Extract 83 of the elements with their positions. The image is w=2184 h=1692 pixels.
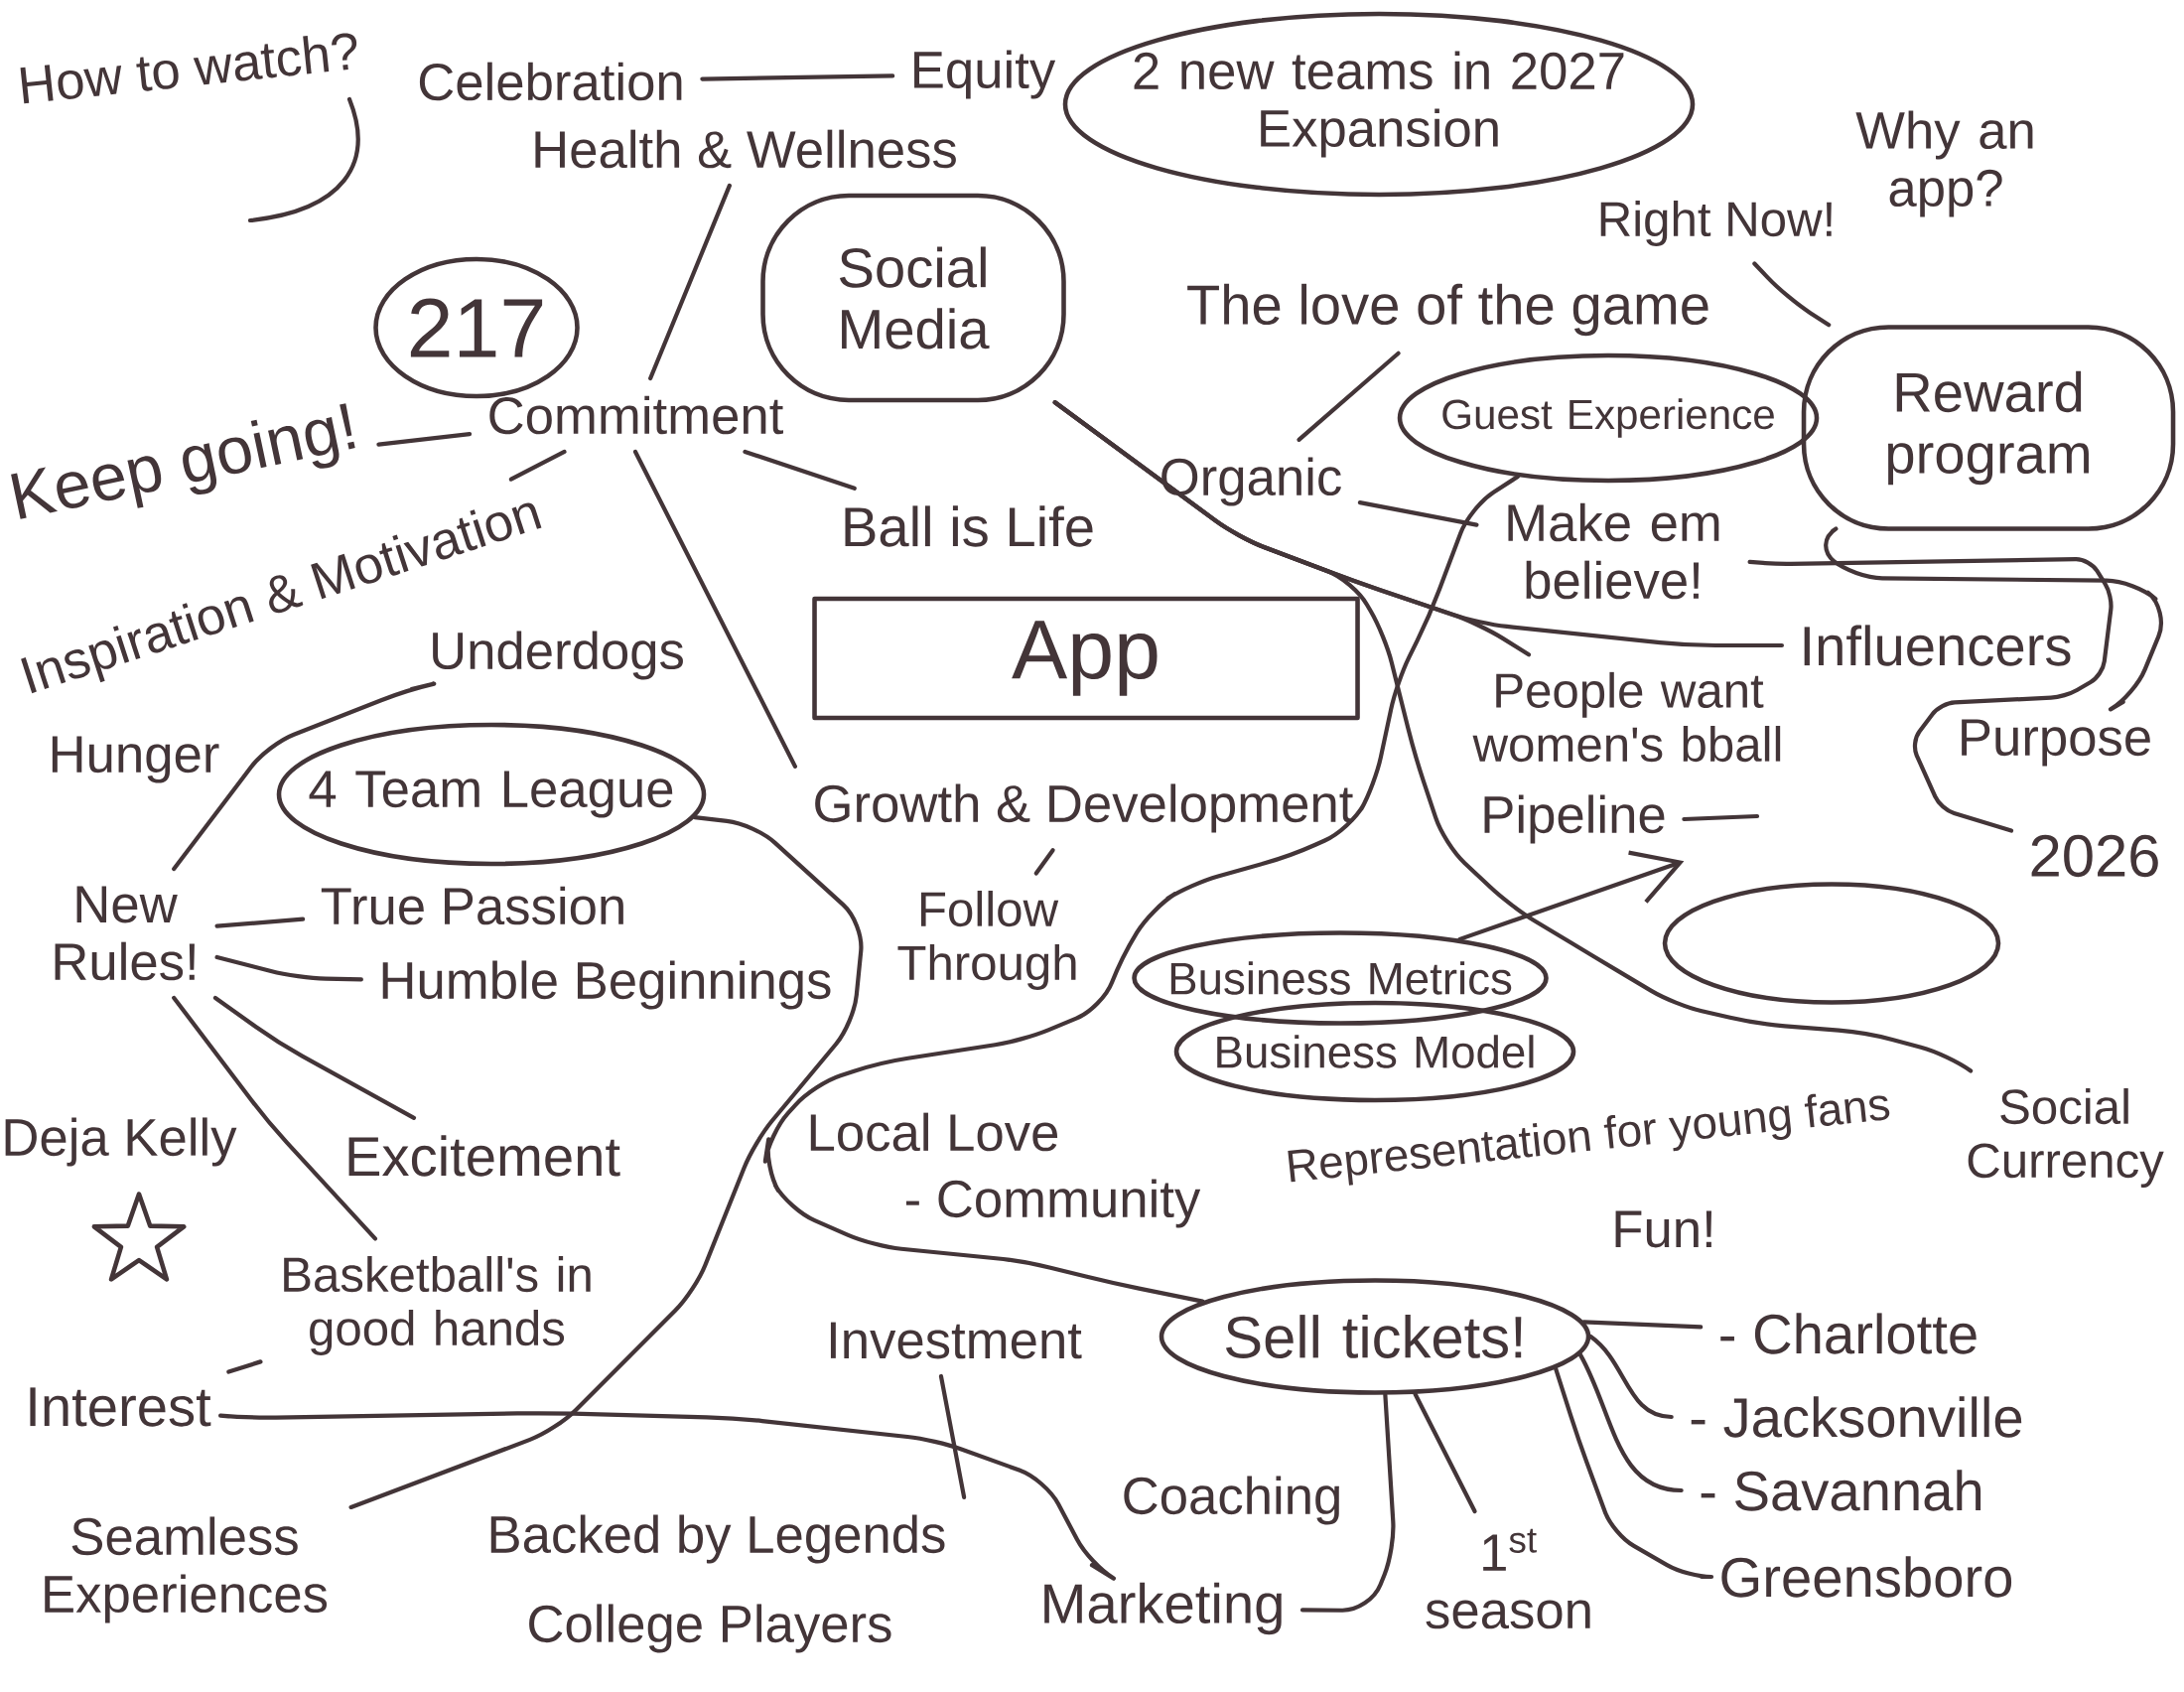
topic-text: Health & Wellness	[535, 129, 956, 169]
topic-text: - Savannah	[1701, 1470, 1981, 1511]
topic-text: Make em believe!	[1508, 502, 1719, 600]
topic-text: Keep going!	[11, 403, 355, 519]
note-text: Deja Kelly	[5, 1117, 237, 1167]
connector-line	[1581, 1320, 1704, 1330]
empty-oval	[1662, 882, 2001, 1005]
topic-text: Social Currency	[1968, 1088, 2164, 1188]
topic-text: Equity	[914, 50, 1056, 99]
topic-text: Basketball's in good hands	[284, 1256, 591, 1355]
connector-line	[214, 916, 306, 928]
topic-text: The love of the game	[1187, 283, 1708, 337]
topic-text: Pipeline	[1484, 794, 1665, 844]
oval-node: Sell tickets!	[1159, 1278, 1591, 1395]
connector-line	[743, 449, 857, 491]
connector-line	[938, 1373, 967, 1499]
topic-text: Follow Through	[897, 891, 1076, 990]
connector-line	[1033, 848, 1055, 876]
topic-text: Humble Beginnings	[382, 960, 831, 1010]
connector-line	[700, 73, 895, 81]
note-text: Coaching	[1124, 1476, 1339, 1525]
connector-line	[1553, 1366, 1714, 1580]
connector-line	[1413, 1391, 1477, 1514]
connector-line	[1297, 351, 1401, 442]
connector-line	[1682, 813, 1760, 822]
blob-node: Reward program	[1801, 325, 2176, 531]
box-node: App	[812, 596, 1360, 721]
note-text: Why an app?	[1855, 110, 2033, 217]
connector-line	[376, 432, 473, 447]
topic-text: Celebration	[419, 62, 682, 101]
oval-node: Business Model	[1173, 1000, 1576, 1103]
connector-line	[1052, 400, 1532, 657]
note-text: Local Love	[810, 1112, 1058, 1152]
topic-text: Purpose	[1962, 719, 2150, 767]
oval-node: 4 Team League	[276, 722, 707, 867]
topic-text: True Passion	[321, 886, 623, 925]
note-text: - Community	[905, 1179, 1201, 1228]
topic-text: Interest	[30, 1387, 211, 1427]
topic-text: Excitement	[348, 1135, 620, 1177]
oval-node: 2 new teams in 2027 Expansion	[1062, 11, 1696, 198]
connector-line	[1357, 499, 1479, 527]
connector-line	[226, 1359, 263, 1374]
connector-line	[1824, 526, 2163, 712]
connector-line	[762, 474, 1521, 1304]
topic-text: Underdogs	[433, 631, 683, 680]
connector-line	[172, 681, 437, 872]
connector-line	[218, 1411, 1116, 1581]
connector-line	[348, 815, 864, 1510]
topic-text: Influencers	[1804, 625, 2071, 666]
connector-line	[1299, 1392, 1396, 1613]
connector-line	[1577, 1352, 1684, 1493]
topic-text: Backed by Legends	[490, 1514, 945, 1564]
topic-text: Investment	[830, 1322, 1082, 1359]
connector-line	[508, 449, 567, 482]
star-doodle	[91, 1192, 187, 1282]
note-text: College Players	[529, 1604, 891, 1653]
topic-text: 2026	[2031, 834, 2158, 878]
connector-line	[212, 995, 417, 1120]
topic-text: Organic	[1161, 457, 1341, 506]
connector-line	[214, 954, 363, 982]
topic-text: - Charlotte	[1720, 1313, 1977, 1354]
connector-line	[1588, 1334, 1674, 1420]
topic-text: 1$^{st}$ season	[1426, 1528, 1590, 1629]
oval-node: Guest Experience	[1397, 352, 1820, 484]
topic-text: New Rules!	[55, 886, 195, 981]
note-text: Fun!	[1615, 1210, 1711, 1248]
topic-text: Seamless Experiences	[45, 1516, 328, 1623]
connector-line	[1747, 557, 2114, 833]
note-text: How to watch?	[20, 33, 357, 104]
topic-text: Marketing	[1044, 1582, 1282, 1635]
topic-text: Right Now!	[1600, 201, 1832, 246]
topic-text: People want women's bball	[1472, 671, 1781, 763]
topic-text: Greensboro	[1721, 1556, 2012, 1598]
connector-line	[172, 995, 378, 1241]
note-text: Hunger	[52, 736, 219, 783]
topic-text: Growth & Development	[815, 783, 1354, 833]
connector-line	[632, 449, 798, 769]
topic-text: - Jacksonville	[1691, 1396, 2022, 1438]
connector-line	[648, 183, 732, 381]
topic-text: Ball is Life	[845, 505, 1093, 547]
arrow	[1457, 850, 1685, 941]
oval-node: Business Metrics	[1132, 930, 1549, 1026]
connector-line	[1752, 261, 1832, 328]
